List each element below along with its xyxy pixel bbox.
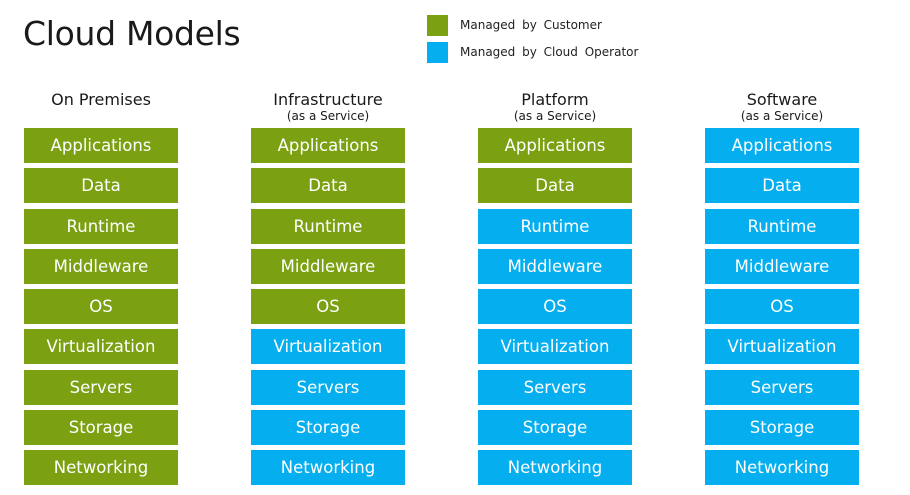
layer-virtualization: Virtualization: [251, 329, 405, 365]
layer-middleware: Middleware: [705, 248, 859, 284]
layer-virtualization: Virtualization: [478, 329, 632, 365]
layer-data: Data: [251, 168, 405, 204]
layer-virtualization: Virtualization: [705, 329, 859, 365]
layer-servers: Servers: [705, 369, 859, 405]
column-subtitle: (as a Service): [740, 109, 824, 123]
layer-data: Data: [705, 168, 859, 204]
layer-middleware: Middleware: [24, 248, 178, 284]
layer-networking: Networking: [24, 450, 178, 486]
layer-applications: Applications: [24, 128, 178, 163]
page-title: Cloud Models: [23, 14, 241, 53]
layer-storage: Storage: [24, 410, 178, 446]
column-title: Platform: [521, 90, 589, 109]
column-title: Infrastructure: [273, 90, 383, 109]
layer-runtime: Runtime: [478, 208, 632, 244]
layer-servers: Servers: [251, 369, 405, 405]
legend-item-customer: Managed by Customer: [427, 14, 638, 36]
layer-os: OS: [24, 289, 178, 325]
column-header: Infrastructure (as a Service): [251, 90, 405, 128]
legend-swatch-operator: [427, 41, 448, 63]
column-title: On Premises: [51, 90, 151, 109]
layer-storage: Storage: [705, 410, 859, 446]
layer-servers: Servers: [24, 369, 178, 405]
layer-applications: Applications: [705, 128, 859, 163]
layer-networking: Networking: [478, 450, 632, 486]
layer-applications: Applications: [251, 128, 405, 163]
layer-runtime: Runtime: [24, 208, 178, 244]
column-header: Platform (as a Service): [478, 90, 632, 128]
layer-virtualization: Virtualization: [24, 329, 178, 365]
layer-middleware: Middleware: [478, 248, 632, 284]
layer-os: OS: [705, 289, 859, 325]
legend-item-operator: Managed by Cloud Operator: [427, 41, 638, 63]
column-title: Software: [746, 90, 818, 109]
layer-storage: Storage: [251, 410, 405, 446]
column-header: On Premises: [24, 90, 178, 128]
column-header: Software (as a Service): [705, 90, 859, 128]
legend-swatch-customer: [427, 14, 448, 36]
layer-middleware: Middleware: [251, 248, 405, 284]
layer-os: OS: [478, 289, 632, 325]
legend-label-customer: Managed by Customer: [460, 18, 602, 32]
layer-runtime: Runtime: [251, 208, 405, 244]
layer-data: Data: [478, 168, 632, 204]
column-infrastructure: Infrastructure (as a Service) Applicatio…: [251, 90, 405, 491]
layer-storage: Storage: [478, 410, 632, 446]
layer-os: OS: [251, 289, 405, 325]
layer-runtime: Runtime: [705, 208, 859, 244]
layer-networking: Networking: [251, 450, 405, 486]
layer-data: Data: [24, 168, 178, 204]
column-subtitle: (as a Service): [286, 109, 370, 123]
layer-servers: Servers: [478, 369, 632, 405]
column-subtitle: (as a Service): [513, 109, 597, 123]
legend-label-operator: Managed by Cloud Operator: [460, 45, 639, 59]
legend: Managed by Customer Managed by Cloud Ope…: [427, 14, 638, 68]
layer-applications: Applications: [478, 128, 632, 163]
layer-networking: Networking: [705, 450, 859, 486]
